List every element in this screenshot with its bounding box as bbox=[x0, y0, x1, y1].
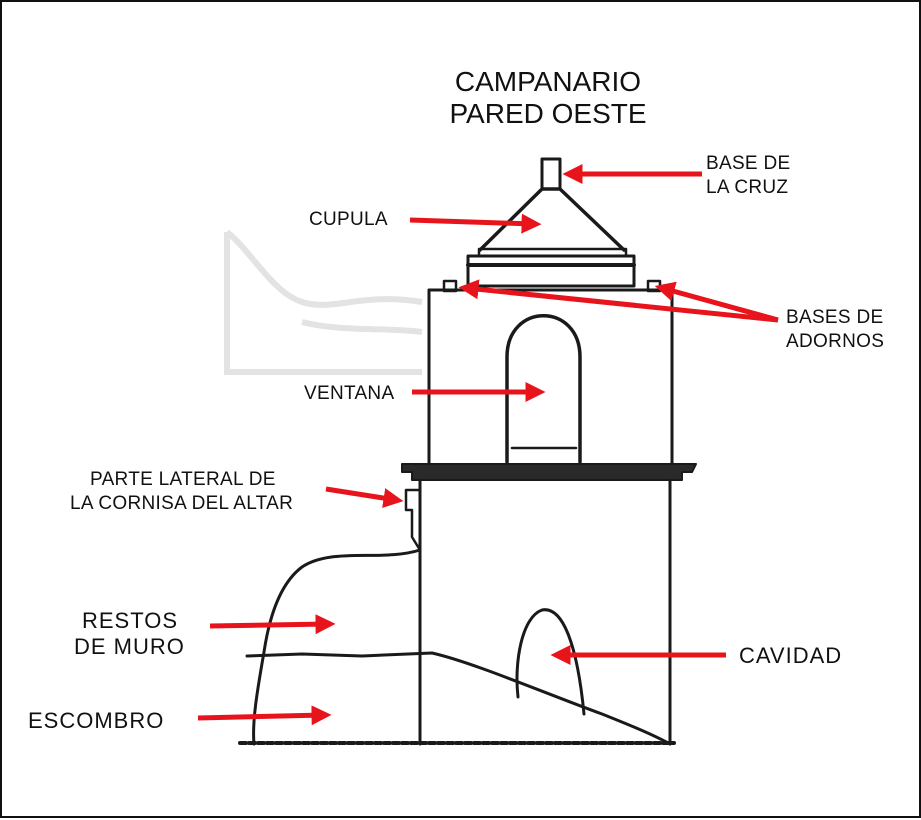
label-base-cruz-line1: BASE DE bbox=[706, 153, 791, 174]
label-escombro: ESCOMBRO bbox=[28, 708, 165, 733]
label-restos: RESTOS DE MURO bbox=[74, 608, 185, 660]
label-bases-adornos-line1: BASES DE bbox=[786, 307, 884, 328]
label-restos-line1: RESTOS bbox=[82, 608, 179, 633]
label-bases-adornos-line2: ADORNOS bbox=[786, 331, 885, 352]
label-cupula: CUPULA bbox=[309, 209, 388, 230]
label-base-cruz: BASE DE LA CRUZ bbox=[706, 152, 790, 200]
wall-remains bbox=[252, 548, 422, 746]
title-line-1: CAMPANARIO bbox=[454, 66, 642, 97]
label-cornisa-line2: LA CORNISA DEL ALTAR bbox=[70, 493, 294, 514]
label-restos-line2: DE MURO bbox=[74, 634, 185, 659]
title-line-2: PARED OESTE bbox=[449, 98, 647, 129]
cross-base bbox=[540, 157, 562, 191]
arrow-cornisa bbox=[325, 486, 404, 508]
label-base-cruz-line2: LA CRUZ bbox=[706, 177, 789, 198]
faint-background-sketch bbox=[224, 229, 423, 375]
altar-cornice-side bbox=[404, 488, 422, 552]
rubble-line bbox=[245, 651, 672, 746]
pointer-arrows bbox=[197, 164, 779, 726]
drum bbox=[466, 254, 636, 288]
tower-outline bbox=[238, 157, 697, 746]
label-cornisa: PARTE LATERAL DE LA CORNISA DEL ALTAR bbox=[70, 468, 293, 516]
cavity bbox=[515, 608, 586, 716]
arrow-restos bbox=[209, 614, 336, 635]
label-ventana: VENTANA bbox=[304, 383, 395, 404]
dome bbox=[478, 187, 626, 252]
label-cornisa-line1: PARTE LATERAL DE bbox=[90, 469, 276, 490]
diagram-title: CAMPANARIO PARED OESTE bbox=[398, 66, 698, 130]
label-bases-adornos: BASES DE ADORNOS bbox=[786, 306, 884, 354]
arrow-bases-adornos-right bbox=[654, 281, 779, 323]
label-cavidad: CAVIDAD bbox=[739, 643, 843, 668]
arrow-escombro bbox=[197, 705, 332, 726]
arrow-cupula bbox=[409, 213, 542, 234]
window-arch bbox=[505, 314, 582, 464]
cornice bbox=[401, 463, 697, 481]
arrow-bases-adornos-left bbox=[458, 279, 779, 323]
